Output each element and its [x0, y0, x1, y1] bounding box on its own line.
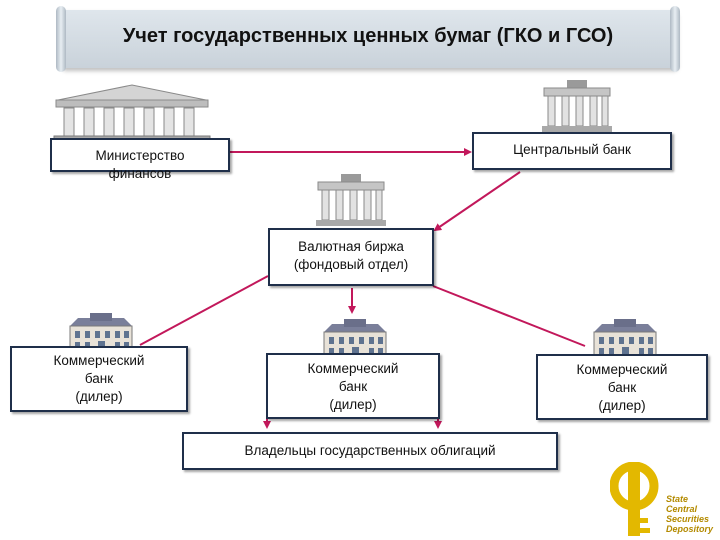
bank-center-line3: (дилер) [329, 397, 377, 412]
bank-right-line2: банк [607, 380, 637, 395]
logo-text: State Central Securities Depository [666, 494, 713, 534]
central-bank-box: Центральный банк [472, 132, 672, 170]
logo-line-1: State [666, 494, 689, 504]
bank-right-line1: Коммерческий [576, 362, 668, 377]
exchange-box: Валютная биржа (фондовый отдел) [268, 228, 434, 286]
line-exchange-to-left-bank [139, 275, 269, 346]
key-logo-icon [610, 462, 659, 536]
commercial-bank-center-box: Коммерческий банк (дилер) [266, 353, 440, 419]
title-banner: Учет государственных ценных бумаг (ГКО и… [56, 6, 680, 72]
government-building-icon [53, 84, 211, 145]
gate-building-icon [542, 80, 612, 132]
logo-line-2: Central [666, 504, 698, 514]
bank-left-line2: банк [84, 371, 114, 386]
exchange-label-line1: Валютная биржа [298, 239, 404, 254]
gate-building-icon [316, 174, 386, 226]
bank-left-line1: Коммерческий [53, 353, 145, 368]
bank-building-icon [593, 319, 657, 359]
commercial-bank-right-box: Коммерческий банк (дилер) [536, 354, 708, 420]
central-bank-label: Центральный банк [513, 142, 631, 157]
bank-center-line1: Коммерческий [307, 361, 399, 376]
owners-label: Владельцы государственных облигаций [244, 443, 496, 458]
arrow-central-bank-to-exchange [433, 171, 521, 232]
minfin-label-line1: Министерство [95, 148, 185, 163]
bank-center-line2: банк [338, 379, 368, 394]
owners-box: Владельцы государственных облигаций [182, 432, 558, 470]
page-title: Учет государственных ценных бумаг (ГКО и… [122, 25, 614, 47]
logo-line-3: Securities [666, 514, 710, 524]
minfin-label-line2: финансов [108, 166, 172, 181]
line-exchange-to-right-bank [432, 285, 586, 347]
logo-line-4: Depository [666, 524, 714, 534]
commercial-bank-left-box: Коммерческий банк (дилер) [10, 346, 188, 412]
bank-left-line3: (дилер) [75, 389, 123, 404]
bank-right-line3: (дилер) [598, 398, 646, 413]
exchange-label-line2: (фондовый отдел) [293, 257, 409, 272]
minfin-box: Министерство финансов [50, 138, 230, 181]
